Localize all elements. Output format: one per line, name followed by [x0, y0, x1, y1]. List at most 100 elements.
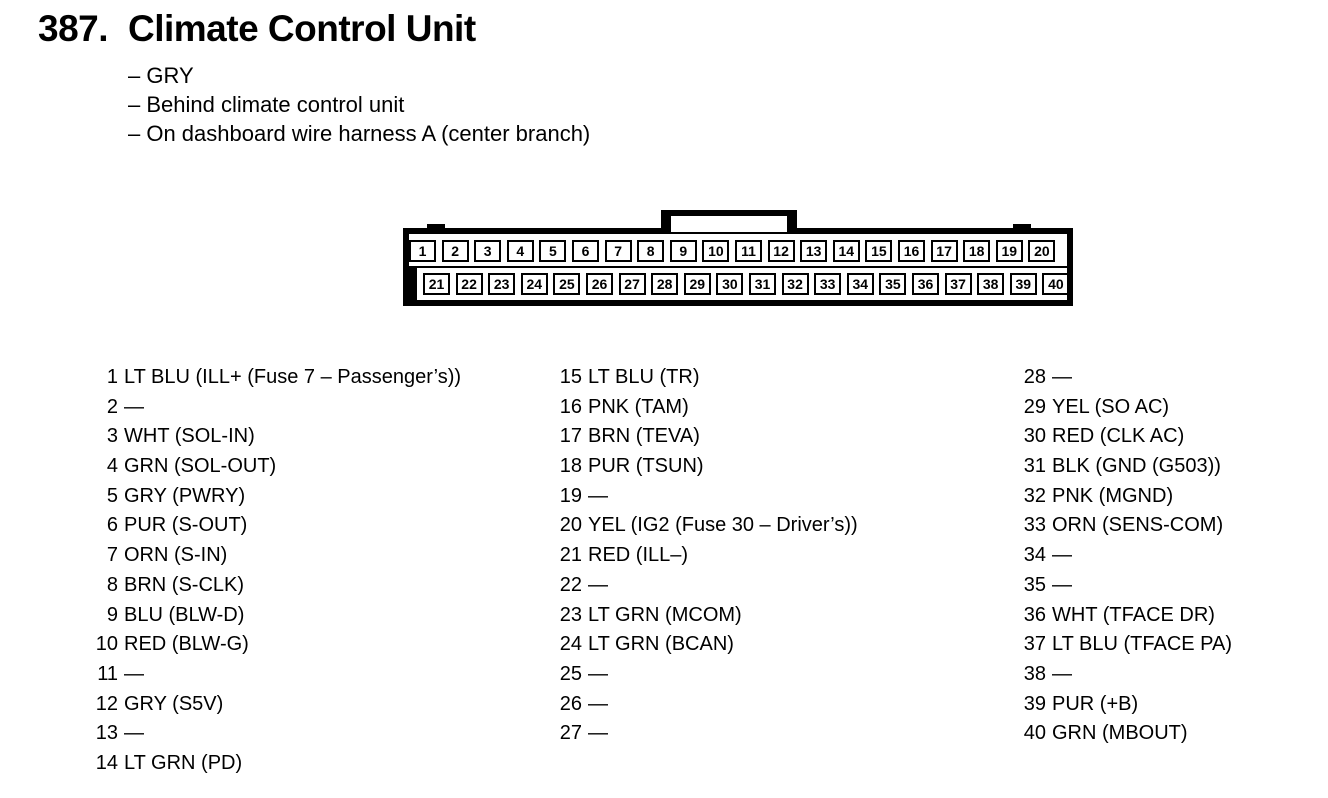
pin-number: 29 — [1023, 395, 1046, 418]
pin-number: 16 — [559, 395, 582, 418]
connector-pin-34: 34 — [846, 273, 874, 295]
connector-pin-24: 24 — [520, 273, 548, 295]
pin-row: 13— — [84, 722, 461, 752]
pin-number: 21 — [559, 544, 582, 567]
connector-pin-29: 29 — [683, 273, 711, 295]
pin-number: 14 — [95, 751, 118, 774]
pin-description: — — [588, 662, 608, 685]
pin-number: 23 — [559, 603, 582, 626]
pin-number: 6 — [106, 514, 118, 537]
note-harness: – On dashboard wire harness A (center br… — [128, 121, 591, 146]
pin-row: 24 LT GRN (BCAN) — [548, 633, 858, 663]
pin-description: PUR (TSUN) — [588, 455, 704, 478]
pin-number: 11 — [97, 662, 118, 685]
pin-description: BLK (GND (G503)) — [1052, 455, 1221, 478]
pin-description: — — [1052, 366, 1072, 388]
pin-description: BRN (TEVA) — [588, 425, 700, 448]
pin-number: 3 — [106, 425, 118, 448]
pin-description: WHT (SOL-IN) — [124, 425, 255, 448]
connector-pin-27: 27 — [618, 273, 646, 295]
pin-row: 2— — [84, 396, 461, 426]
pin-description: LT BLU (ILL+ (Fuse 7 – Passenger’s)) — [124, 366, 462, 388]
pin-number: 38 — [1023, 662, 1046, 685]
connector-pin-12: 12 — [767, 240, 795, 262]
pin-number: 5 — [106, 484, 118, 507]
pin-number: 15 — [559, 366, 582, 388]
pin-number: 20 — [559, 514, 582, 537]
pin-description: LT BLU (TFACE PA) — [1052, 633, 1233, 656]
pin-description: RED (CLK AC) — [1052, 425, 1185, 448]
connector-pin-33: 33 — [814, 273, 842, 295]
connector-pin-17: 17 — [930, 240, 958, 262]
connector-pin-21: 21 — [423, 273, 450, 295]
connector-notes: – GRY – Behind climate control unit – On… — [128, 61, 590, 148]
connector-pin-31: 31 — [749, 273, 776, 295]
pin-description: LT GRN (MCOM) — [588, 603, 742, 626]
connector-pin-11: 11 — [735, 240, 762, 262]
pin-row: 27— — [548, 722, 858, 752]
connector-pin-7: 7 — [604, 240, 632, 262]
connector-pin-5: 5 — [539, 240, 567, 262]
pin-row: 34— — [1012, 544, 1232, 574]
pin-number: 2 — [106, 395, 118, 418]
connector-pin-10: 10 — [702, 240, 730, 262]
connector-pin-38: 38 — [977, 273, 1005, 295]
connector-pin-14: 14 — [832, 240, 860, 262]
pin-description: — — [1052, 544, 1072, 567]
connector-pin-6: 6 — [572, 240, 599, 262]
pin-description: GRN (MBOUT) — [1052, 722, 1188, 745]
connector-pin-19: 19 — [995, 240, 1023, 262]
pin-description: ORN (SENS-COM) — [1052, 514, 1224, 537]
pin-description: GRY (S5V) — [124, 692, 224, 715]
connector-pin-26: 26 — [586, 273, 613, 295]
section-number: 387. — [38, 8, 109, 49]
connector-pin-16: 16 — [898, 240, 925, 262]
pin-description: PUR (+B) — [1052, 692, 1139, 715]
pin-description: PUR (S-OUT) — [124, 514, 248, 537]
pin-row: 38 — — [1012, 663, 1232, 693]
connector-pin-39: 39 — [1009, 273, 1037, 295]
pin-row: 35— — [1012, 574, 1232, 604]
pin-row: 26— — [548, 693, 858, 723]
pin-description: LT GRN (BCAN) — [588, 633, 734, 656]
pin-row: 3 WHT (SOL-IN) — [84, 425, 461, 455]
page-title: 387. Climate Control Unit — [38, 8, 476, 50]
pin-number: 39 — [1023, 692, 1046, 715]
pin-description: PNK (MGND) — [1052, 484, 1174, 507]
pin-row: 39 PUR (+B) — [1012, 693, 1232, 723]
pin-number: 28 — [1023, 366, 1046, 388]
section-title: Climate Control Unit — [128, 8, 476, 49]
pin-number: 19 — [559, 484, 582, 507]
pin-number: 24 — [559, 633, 582, 656]
pin-description: — — [124, 395, 144, 418]
connector-pin-4: 4 — [506, 240, 534, 262]
connector-pin-36: 36 — [912, 273, 939, 295]
pin-row: 16 PNK (TAM) — [548, 396, 858, 426]
pin-description: WHT (TFACE DR) — [1052, 603, 1215, 626]
connector-pin-18: 18 — [963, 240, 991, 262]
pin-number: 17 — [559, 425, 582, 448]
connector-pin-35: 35 — [879, 273, 907, 295]
pin-number: 22 — [559, 573, 582, 596]
pin-description: — — [1052, 573, 1072, 596]
pin-row: 17 BRN (TEVA) — [548, 425, 858, 455]
note-location: – Behind climate control unit — [128, 92, 405, 117]
pin-description: — — [588, 692, 608, 715]
connector-pin-15: 15 — [865, 240, 893, 262]
pin-number: 4 — [106, 455, 118, 478]
connector-pin-1: 1 — [409, 240, 436, 262]
pin-description: PNK (TAM) — [588, 395, 689, 418]
pin-row: 6 PUR (S-OUT) — [84, 514, 461, 544]
pin-description: — — [588, 573, 608, 596]
pin-description: — — [1052, 662, 1072, 685]
pin-number: 36 — [1023, 603, 1046, 626]
pin-number: 25 — [559, 662, 582, 685]
connector-pin-37: 37 — [944, 273, 972, 295]
